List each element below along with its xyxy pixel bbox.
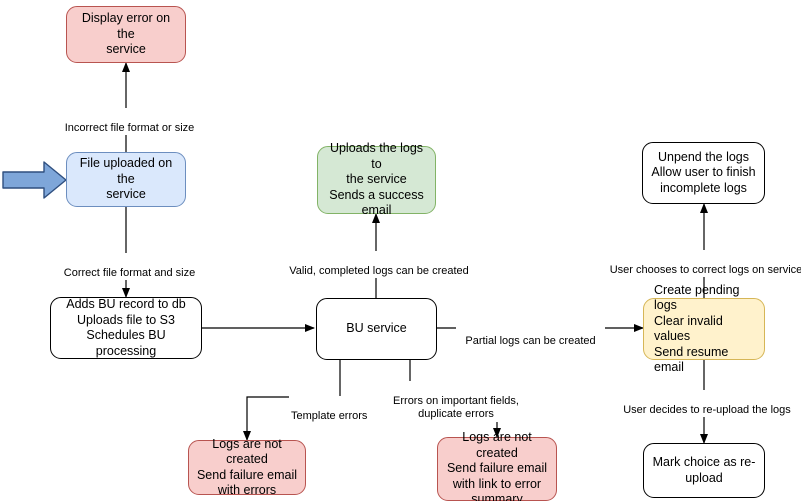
edge-label-incorrect-format: Incorrect file format or size xyxy=(55,108,204,135)
node-logs-not-created-template[interactable]: Logs are not created Send failure email … xyxy=(188,437,306,497)
edge-label-text: User decides to re-upload the logs xyxy=(623,403,791,416)
node-label: Create pending logs Clear invalid values… xyxy=(654,282,740,375)
node-label: Mark choice as re- upload xyxy=(652,455,756,485)
edge-label-user-corrects: User chooses to correct logs on service xyxy=(599,250,801,277)
node-bu-service[interactable]: BU service xyxy=(316,298,437,360)
edge-label-text: Errors on important fields, duplicate er… xyxy=(393,394,519,421)
node-unpend-logs[interactable]: Unpend the logs Allow user to finish inc… xyxy=(642,142,765,204)
edge-label-text: Incorrect file format or size xyxy=(64,121,195,134)
node-uploads-logs[interactable]: Uploads the logs to the service Sends a … xyxy=(317,141,436,217)
edge-label-partial-logs: Partial logs can be created xyxy=(456,321,605,348)
node-label: Display error on the service xyxy=(81,11,171,57)
node-label: Uploads the logs to the service Sends a … xyxy=(329,141,424,218)
node-file-uploaded[interactable]: File uploaded on the service xyxy=(66,152,186,207)
node-display-error[interactable]: Display error on the service xyxy=(66,6,186,63)
node-logs-not-created-fields[interactable]: Logs are not created Send failure email … xyxy=(437,430,557,501)
node-label: Adds BU record to db Uploads file to S3 … xyxy=(66,297,186,358)
edge-label-field-errors: Errors on important fields, duplicate er… xyxy=(390,381,522,422)
edge-label-user-reupload: User decides to re-upload the logs xyxy=(617,390,797,417)
node-label: Logs are not created Send failure email … xyxy=(446,430,548,501)
edge-label-correct-format: Correct file format and size xyxy=(55,253,204,280)
node-create-pending-logs[interactable]: Create pending logs Clear invalid values… xyxy=(643,283,765,374)
edge-label-text: User chooses to correct logs on service xyxy=(609,263,801,276)
edge-label-valid-logs: Valid, completed logs can be created xyxy=(283,251,475,278)
edge-label-text: Valid, completed logs can be created xyxy=(289,264,469,277)
node-adds-bu-record[interactable]: Adds BU record to db Uploads file to S3 … xyxy=(50,297,202,359)
edge-label-text: Template errors xyxy=(291,409,368,422)
entry-arrow-icon xyxy=(2,161,67,199)
node-label: Logs are not created Send failure email … xyxy=(196,436,298,498)
node-label: File uploaded on the service xyxy=(79,156,173,202)
node-mark-choice-reupload[interactable]: Mark choice as re- upload xyxy=(643,443,765,498)
node-label: BU service xyxy=(346,321,407,336)
edge-label-text: Correct file format and size xyxy=(63,266,196,279)
edge-label-template-errors: Template errors xyxy=(289,396,379,423)
edge-label-text: Partial logs can be created xyxy=(465,334,596,347)
node-label: Unpend the logs Allow user to finish inc… xyxy=(651,149,756,195)
